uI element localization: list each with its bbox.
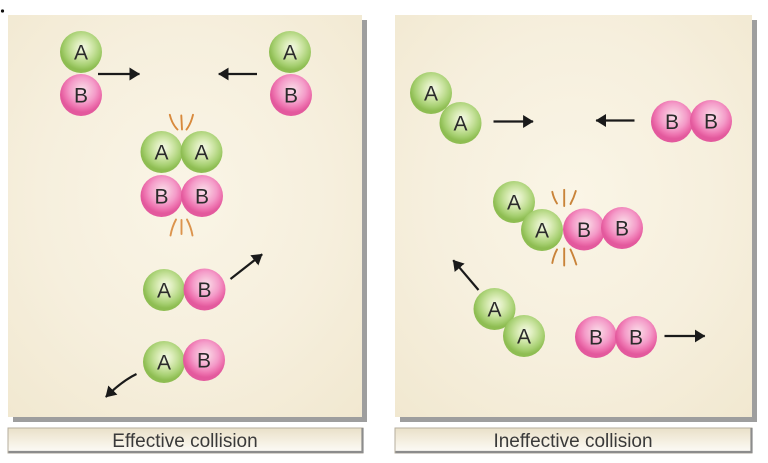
svg-text:B: B (154, 186, 168, 209)
svg-text:B: B (284, 85, 298, 108)
svg-text:A: A (424, 83, 438, 106)
svg-text:A: A (154, 142, 168, 165)
svg-text:A: A (507, 192, 521, 215)
svg-text:Effective collision: Effective collision (112, 431, 257, 452)
svg-text:B: B (615, 218, 629, 241)
svg-text:A: A (487, 299, 501, 322)
svg-text:A: A (517, 326, 531, 349)
svg-text:A: A (283, 42, 297, 65)
svg-text:A: A (535, 220, 549, 243)
svg-text:B: B (629, 327, 643, 350)
svg-text:A: A (157, 280, 171, 303)
svg-text:B: B (589, 327, 603, 350)
svg-text:A: A (74, 42, 88, 65)
svg-text:B: B (197, 279, 211, 302)
svg-text:Ineffective collision: Ineffective collision (493, 431, 652, 452)
svg-text:B: B (577, 219, 591, 242)
svg-text:B: B (665, 111, 679, 134)
svg-text:B: B (74, 85, 88, 108)
svg-text:B: B (704, 111, 718, 134)
svg-text:B: B (195, 186, 209, 209)
svg-text:A: A (194, 142, 208, 165)
svg-text:A: A (453, 113, 467, 136)
svg-text:A: A (157, 352, 171, 375)
svg-text:B: B (197, 350, 211, 373)
